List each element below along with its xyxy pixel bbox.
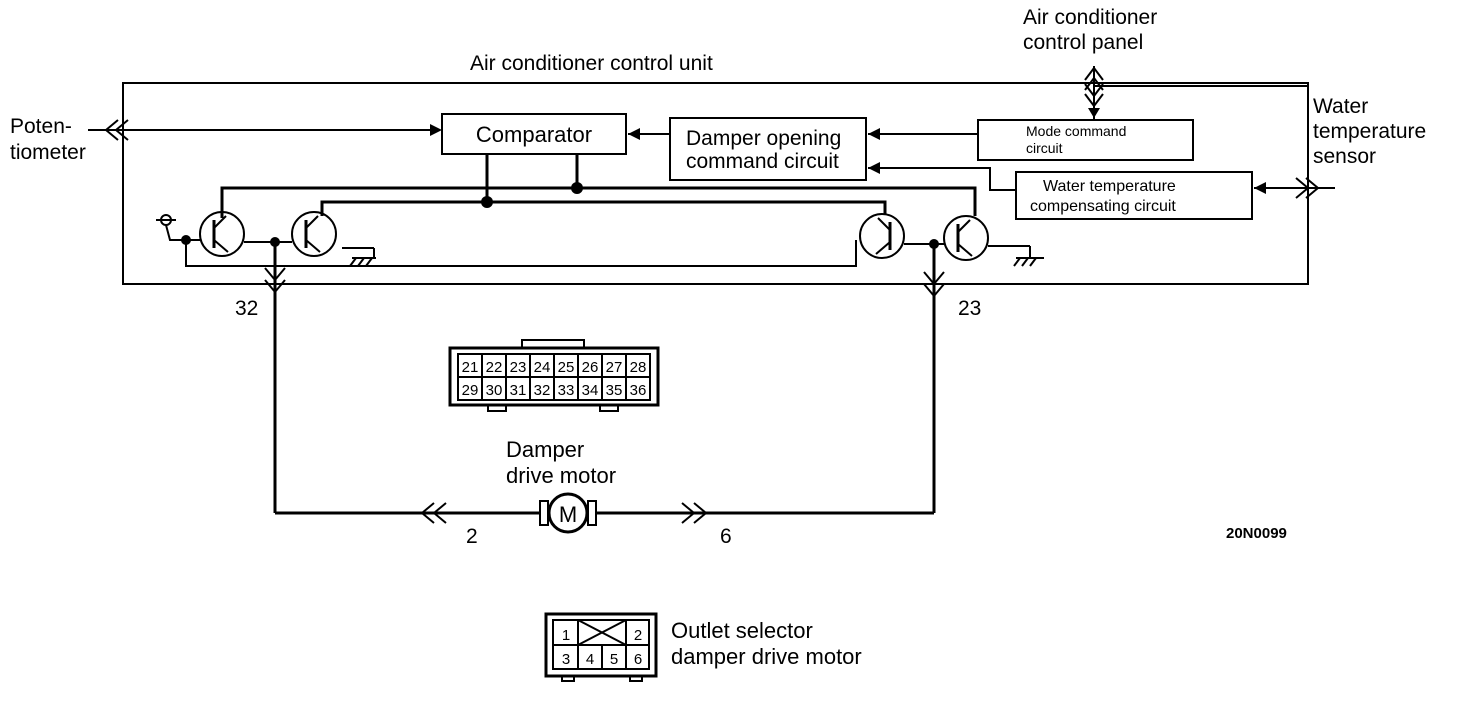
motor-connector: [544, 612, 658, 682]
transistor-bus: [185, 154, 1030, 267]
potentiometer-connector: [88, 119, 442, 141]
transistor-2: [244, 211, 337, 257]
ecu-connector: [448, 339, 660, 412]
ecu-pin: 23: [510, 359, 527, 376]
water-sensor-label-2: temperature: [1313, 120, 1426, 143]
ecu-pin: 29: [462, 382, 479, 399]
ecu-pin: 26: [582, 359, 599, 376]
terminal-2-label: 2: [466, 525, 478, 548]
control-panel-label-2: control panel: [1023, 31, 1143, 54]
motor-pin: 2: [634, 627, 642, 644]
terminal-23-connector: [923, 244, 945, 513]
terminal-6-label: 6: [720, 525, 732, 548]
motor-pin: 5: [610, 651, 618, 668]
motor-icon: [275, 492, 934, 534]
water-comp-box: [1015, 171, 1253, 220]
potentiometer-label-1: Poten-: [10, 115, 72, 138]
power-supply-icon: [156, 214, 186, 241]
damper-command-box: [669, 117, 867, 181]
damper-command-label-1: Damper opening: [686, 127, 841, 150]
ecu-pin: 33: [558, 382, 575, 399]
water-comp-label-2: compensating circuit: [1030, 198, 1176, 215]
terminal-2-connector: [420, 502, 447, 524]
mode-command-label-1: Mode command: [1026, 123, 1126, 139]
figure-code: 20N0099: [1226, 525, 1287, 542]
control-unit-label: Air conditioner control unit: [470, 52, 713, 75]
motor-pin: 4: [586, 651, 594, 668]
control-panel-connector: [1084, 66, 1308, 120]
ecu-pin: 25: [558, 359, 575, 376]
water-sensor-label-1: Water: [1313, 95, 1368, 118]
mode-command-box: [977, 119, 1194, 161]
transistor-3: [859, 213, 905, 259]
damper-command-label-2: command circuit: [686, 150, 839, 173]
motor-pin: 1: [562, 627, 570, 644]
ground-icon-left: [349, 248, 376, 267]
outlet-label-2: damper drive motor: [671, 644, 862, 669]
motor-symbol: M: [559, 502, 577, 527]
transistor-4: [904, 215, 989, 261]
ecu-pin: 32: [534, 382, 551, 399]
comparator-label: Comparator: [476, 122, 592, 147]
motor-pin: 3: [562, 651, 570, 668]
control-panel-label-1: Air conditioner: [1023, 6, 1157, 29]
ecu-pin: 35: [606, 382, 623, 399]
ecu-pin: 34: [582, 382, 599, 399]
water-sensor-label-3: sensor: [1313, 145, 1376, 168]
ecu-pin: 27: [606, 359, 623, 376]
terminal-23-label: 23: [958, 297, 981, 320]
ground-icon-right: [1013, 246, 1044, 267]
comparator-box: [441, 113, 627, 155]
terminal-32-connector: [264, 242, 286, 513]
ecu-pin: 36: [630, 382, 647, 399]
motor-pin: 6: [634, 651, 642, 668]
water-sensor-connector: [1254, 177, 1335, 199]
control-unit-box: [122, 82, 1309, 285]
terminal-6-connector: [681, 502, 708, 524]
terminal-32-label: 32: [235, 297, 258, 320]
water-comp-label-1: Water temperature: [1043, 178, 1176, 195]
ecu-pin: 30: [486, 382, 503, 399]
ecu-pin: 24: [534, 359, 551, 376]
ecu-pin: 31: [510, 382, 527, 399]
outlet-label-1: Outlet selector: [671, 618, 813, 643]
ecu-pin: 28: [630, 359, 647, 376]
motor-label-1: Damper: [506, 437, 584, 462]
transistor-1: [180, 211, 245, 257]
motor-label-2: drive motor: [506, 463, 616, 488]
mode-command-label-2: circuit: [1026, 140, 1063, 156]
potentiometer-label-2: tiometer: [10, 141, 86, 164]
ecu-pin: 21: [462, 359, 479, 376]
ecu-pin: 22: [486, 359, 503, 376]
